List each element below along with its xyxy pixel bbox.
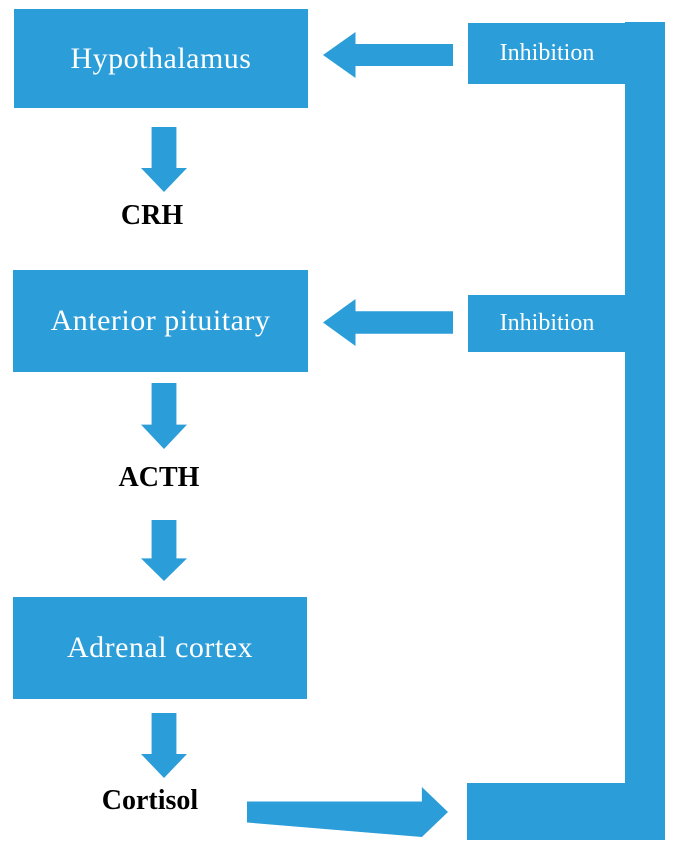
feedback-inhibition-middle: Inhibition [468,295,626,352]
feedback-vertical-bar [625,22,665,840]
hormone-label-cortisol: Cortisol [101,785,199,816]
feedback-bottom-segment [467,783,626,840]
node-anterior-pituitary: Anterior pituitary [13,270,308,372]
node-hypothalamus: Hypothalamus [14,9,308,108]
left-arrow-icon-inhibition-to-hypothalamus [323,32,453,78]
node-anterior-pituitary-label: Anterior pituitary [50,304,271,337]
node-adrenal-cortex-label: Adrenal cortex [66,631,254,664]
down-arrow-icon-acth-to-adrenal-cortex [141,520,187,581]
inhibition-middle-label: Inhibition [499,310,595,336]
right-arrow-icon-cortisol-to-feedback [247,787,448,837]
down-arrow-icon-pituitary-to-acth [141,383,187,449]
left-arrow-icon-inhibition-to-anterior-pituitary [323,299,453,346]
hormone-label-acth: ACTH [118,462,200,493]
down-arrow-icon-adrenal-cortex-to-cortisol [141,713,187,778]
hormone-label-crh: CRH [120,200,184,231]
feedback-inhibition-top: Inhibition [468,23,626,84]
down-arrow-icon-hypothalamus-to-crh [141,127,187,192]
node-adrenal-cortex: Adrenal cortex [13,597,307,699]
node-hypothalamus-label: Hypothalamus [70,41,252,75]
inhibition-top-label: Inhibition [499,40,595,66]
